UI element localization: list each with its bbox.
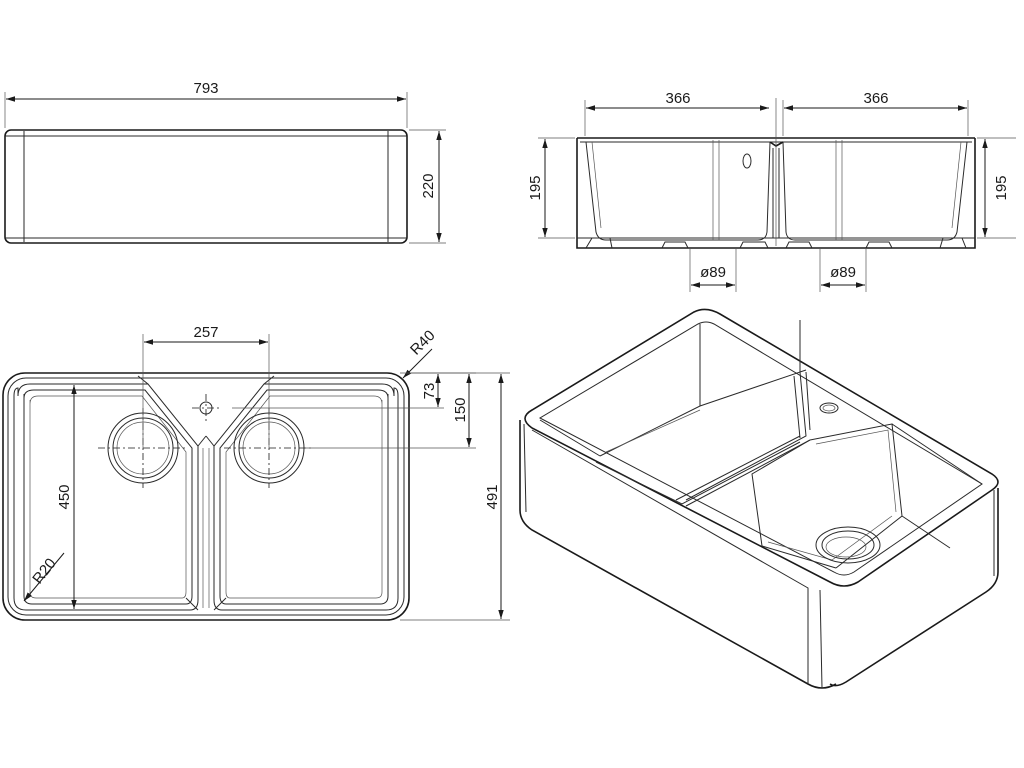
tap-hole-offset-label: 73 <box>421 383 438 400</box>
section-view: 366 366 195 195 ø89 ø89 <box>527 90 1016 292</box>
front-view: 793 220 <box>4 80 446 244</box>
corner-radius-outer-label: R40 <box>407 327 438 358</box>
bowl-left-width-label: 366 <box>665 90 690 107</box>
front-width-label: 793 <box>193 80 218 97</box>
tap-hole-section <box>742 153 752 169</box>
waste-offset-label: 150 <box>452 397 469 422</box>
waste-right-label: ø89 <box>830 264 856 281</box>
plan-outer-rim <box>2 372 410 621</box>
iso-waste <box>815 526 881 564</box>
overall-length-label: 491 <box>484 484 501 509</box>
iso-tap-hole <box>819 402 839 414</box>
plan-view: 257 R40 73 150 491 450 R20 <box>2 324 510 621</box>
depth-left-label: 195 <box>527 175 544 200</box>
bowl-length-label: 450 <box>56 484 73 509</box>
depth-right-label: 195 <box>993 175 1010 200</box>
bowl-right-width-label: 366 <box>863 90 888 107</box>
front-height-label: 220 <box>420 173 437 198</box>
inner-radius-label: R20 <box>29 555 59 587</box>
waste-left-label: ø89 <box>700 264 726 281</box>
iso-outer-rim <box>524 308 999 587</box>
front-apron-outline <box>4 129 408 244</box>
plan-left-bowl <box>13 383 199 611</box>
plan-right-bowl <box>213 383 399 611</box>
isometric-view <box>519 308 999 689</box>
bowl-spacing-label: 257 <box>193 324 218 341</box>
